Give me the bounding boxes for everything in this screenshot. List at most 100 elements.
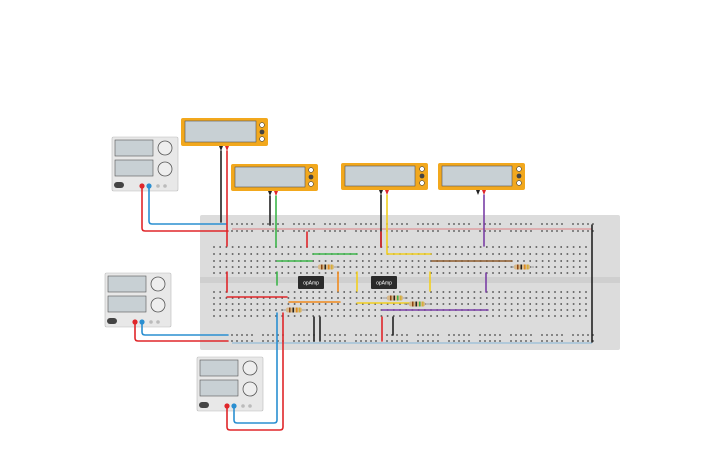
breadboard-hole[interactable]: [585, 315, 587, 317]
breadboard-hole[interactable]: [275, 266, 277, 268]
breadboard-hole[interactable]: [467, 315, 469, 317]
breadboard-hole[interactable]: [300, 303, 302, 305]
breadboard-hole[interactable]: [406, 340, 408, 342]
multimeter-knob-icon[interactable]: [419, 166, 425, 172]
breadboard-hole[interactable]: [484, 340, 486, 342]
breadboard-hole[interactable]: [238, 303, 240, 305]
breadboard-hole[interactable]: [362, 297, 364, 299]
breadboard-hole[interactable]: [250, 246, 252, 248]
breadboard-hole[interactable]: [492, 253, 494, 255]
breadboard-hole[interactable]: [515, 223, 517, 225]
breadboard-hole[interactable]: [349, 297, 352, 299]
breadboard-hole[interactable]: [556, 334, 558, 336]
multimeter-knob-icon[interactable]: [259, 129, 265, 135]
breadboard-hole[interactable]: [442, 315, 445, 317]
breadboard-hole[interactable]: [455, 253, 457, 255]
breadboard-hole[interactable]: [213, 272, 215, 274]
breadboard-hole[interactable]: [585, 266, 587, 268]
breadboard-hole[interactable]: [427, 230, 429, 232]
breadboard-hole[interactable]: [293, 291, 296, 293]
breadboard-hole[interactable]: [523, 246, 525, 248]
breadboard-hole[interactable]: [529, 291, 531, 293]
breadboard-hole[interactable]: [401, 334, 403, 336]
breadboard-hole[interactable]: [331, 246, 333, 248]
breadboard-hole[interactable]: [306, 309, 308, 311]
breadboard-hole[interactable]: [572, 315, 575, 317]
breadboard-hole[interactable]: [393, 260, 395, 262]
breadboard-hole[interactable]: [396, 223, 398, 225]
breadboard-hole[interactable]: [541, 297, 544, 299]
breadboard-hole[interactable]: [287, 272, 290, 274]
breadboard-hole[interactable]: [560, 260, 562, 262]
breadboard-hole[interactable]: [250, 253, 252, 255]
breadboard-hole[interactable]: [401, 340, 403, 342]
multimeter-knob-icon[interactable]: [259, 136, 265, 142]
breadboard-hole[interactable]: [256, 266, 259, 268]
breadboard-hole[interactable]: [579, 266, 581, 268]
breadboard-hole[interactable]: [219, 246, 221, 248]
breadboard-hole[interactable]: [572, 230, 574, 232]
breadboard-hole[interactable]: [572, 297, 575, 299]
breadboard-hole[interactable]: [551, 340, 553, 342]
breadboard-hole[interactable]: [437, 334, 439, 336]
breadboard-hole[interactable]: [479, 223, 481, 225]
breadboard-hole[interactable]: [436, 246, 438, 248]
dial-knob-icon[interactable]: [150, 276, 166, 292]
breadboard-hole[interactable]: [463, 223, 465, 225]
breadboard-hole[interactable]: [535, 272, 538, 274]
breadboard-hole[interactable]: [585, 253, 587, 255]
breadboard-hole[interactable]: [523, 297, 525, 299]
breadboard-hole[interactable]: [498, 272, 500, 274]
breadboard-hole[interactable]: [529, 253, 531, 255]
breadboard-hole[interactable]: [370, 340, 372, 342]
breadboard-hole[interactable]: [262, 303, 265, 305]
breadboard-hole[interactable]: [262, 340, 264, 342]
breadboard-hole[interactable]: [238, 253, 240, 255]
breadboard-hole[interactable]: [269, 272, 271, 274]
breadboard-hole[interactable]: [436, 291, 438, 293]
breadboard-hole[interactable]: [272, 230, 274, 232]
breadboard-hole[interactable]: [262, 315, 265, 317]
breadboard-hole[interactable]: [510, 253, 513, 255]
breadboard-hole[interactable]: [231, 315, 234, 317]
multimeter-3[interactable]: [341, 163, 428, 195]
breadboard-hole[interactable]: [442, 297, 445, 299]
breadboard-hole[interactable]: [486, 253, 488, 255]
breadboard-hole[interactable]: [219, 253, 221, 255]
breadboard-hole[interactable]: [579, 291, 581, 293]
breadboard-hole[interactable]: [515, 340, 517, 342]
breadboard-hole[interactable]: [529, 309, 531, 311]
breadboard-hole[interactable]: [308, 334, 310, 336]
breadboard-hole[interactable]: [312, 246, 314, 248]
breadboard-hole[interactable]: [365, 230, 367, 232]
breadboard-hole[interactable]: [386, 334, 388, 336]
breadboard-hole[interactable]: [287, 253, 290, 255]
breadboard-hole[interactable]: [582, 340, 584, 342]
breadboard-hole[interactable]: [473, 246, 476, 248]
breadboard-hole[interactable]: [275, 315, 277, 317]
breadboard-hole[interactable]: [238, 297, 240, 299]
breadboard-hole[interactable]: [554, 266, 556, 268]
breadboard-hole[interactable]: [334, 230, 336, 232]
breadboard-hole[interactable]: [308, 230, 310, 232]
breadboard-hole[interactable]: [380, 297, 383, 299]
breadboard-hole[interactable]: [337, 315, 339, 317]
breadboard-hole[interactable]: [448, 315, 451, 317]
breadboard-hole[interactable]: [355, 297, 358, 299]
breadboard-hole[interactable]: [554, 272, 556, 274]
breadboard-hole[interactable]: [244, 246, 246, 248]
breadboard-hole[interactable]: [318, 303, 321, 305]
breadboard-hole[interactable]: [355, 315, 358, 317]
breadboard-hole[interactable]: [530, 230, 532, 232]
breadboard-hole[interactable]: [498, 297, 500, 299]
breadboard-hole[interactable]: [529, 246, 531, 248]
breadboard-hole[interactable]: [374, 266, 376, 268]
breadboard-hole[interactable]: [399, 315, 401, 317]
breadboard-hole[interactable]: [510, 315, 513, 317]
breadboard-hole[interactable]: [430, 272, 432, 274]
breadboard-hole[interactable]: [355, 260, 358, 262]
dial-knob-icon[interactable]: [157, 140, 173, 156]
breadboard-hole[interactable]: [374, 309, 376, 311]
breadboard-hole[interactable]: [585, 246, 587, 248]
breadboard-hole[interactable]: [396, 340, 398, 342]
